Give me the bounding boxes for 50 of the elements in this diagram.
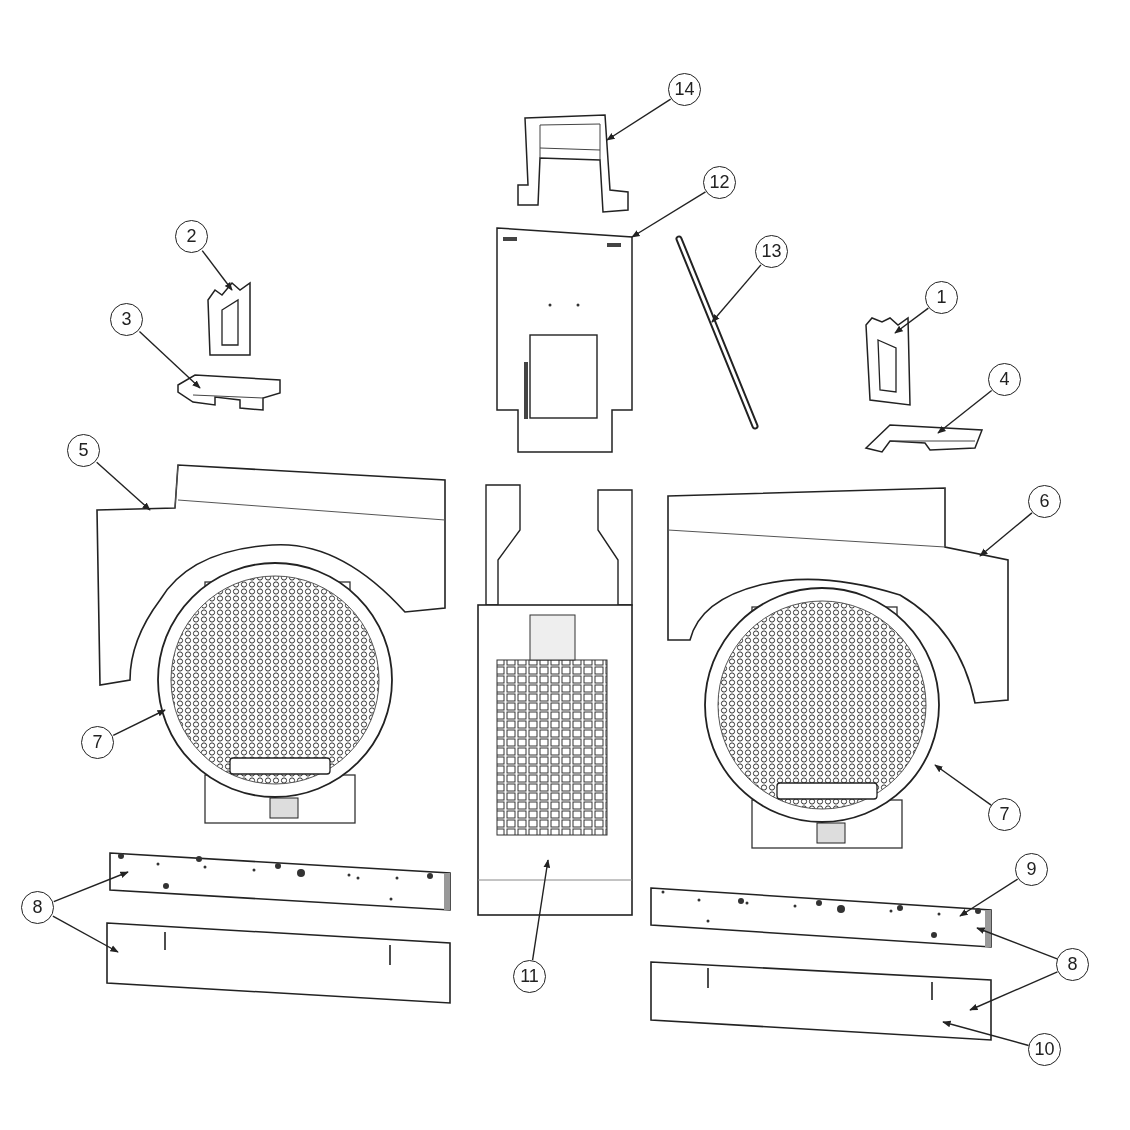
callout-number: 8 xyxy=(1056,948,1089,981)
bracket-drawing xyxy=(865,316,911,406)
bracket-drawing xyxy=(517,114,629,213)
leader-line xyxy=(112,709,166,737)
leader-line xyxy=(937,389,993,434)
leader-line xyxy=(976,927,1058,960)
bar-drawing xyxy=(106,922,451,1004)
callout-number: 5 xyxy=(67,434,100,467)
center-panel-drawing xyxy=(477,484,633,916)
leader-line xyxy=(894,307,930,334)
plate-drawing xyxy=(496,227,633,453)
fan-grille-drawing xyxy=(157,562,393,824)
leader-line xyxy=(959,878,1019,917)
bracket-drawing xyxy=(207,281,251,356)
callout-number: 2 xyxy=(175,220,208,253)
leader-line xyxy=(711,264,762,323)
bar-drawing xyxy=(109,852,451,911)
plate-drawing xyxy=(177,374,281,411)
callout-number: 7 xyxy=(988,798,1021,831)
callout-number: 11 xyxy=(513,960,546,993)
bar-drawing xyxy=(650,887,992,948)
callout-number: 6 xyxy=(1028,485,1061,518)
callout-number: 7 xyxy=(81,726,114,759)
leader-line xyxy=(606,98,672,141)
callout-number: 3 xyxy=(110,303,143,336)
leader-line xyxy=(138,330,201,389)
leader-line xyxy=(942,1020,1030,1047)
rod-drawing xyxy=(675,235,759,430)
callout-number: 9 xyxy=(1015,853,1048,886)
callout-number: 1 xyxy=(925,281,958,314)
callout-number: 14 xyxy=(668,73,701,106)
leader-line xyxy=(52,915,119,953)
leader-line xyxy=(631,191,707,238)
side-panel-drawing xyxy=(96,464,446,686)
leader-line xyxy=(53,871,129,903)
leader-line xyxy=(934,764,992,806)
side-panel-drawing xyxy=(667,487,1009,704)
callout-number: 4 xyxy=(988,363,1021,396)
plate-drawing xyxy=(864,424,984,453)
leader-line xyxy=(95,461,151,511)
leader-line xyxy=(969,971,1059,1011)
leader-line xyxy=(531,859,551,961)
callout-number: 10 xyxy=(1028,1033,1061,1066)
callout-number: 8 xyxy=(21,891,54,924)
callout-number: 13 xyxy=(755,235,788,268)
callout-number: 12 xyxy=(703,166,736,199)
bar-drawing xyxy=(650,961,992,1041)
fan-grille-drawing xyxy=(704,587,940,849)
leader-line xyxy=(201,249,233,291)
leader-line xyxy=(979,512,1033,557)
